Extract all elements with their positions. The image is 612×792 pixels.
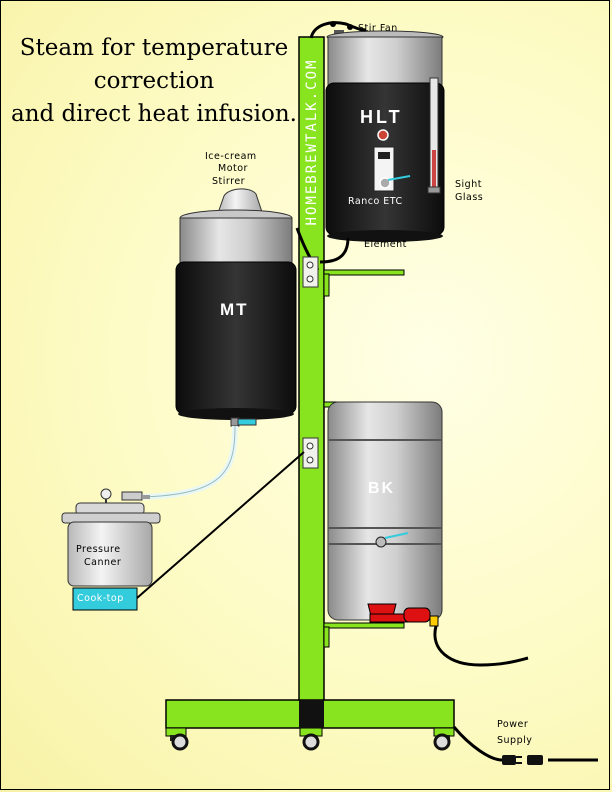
frame-post-joint bbox=[299, 700, 324, 728]
bk-label: BK bbox=[368, 480, 396, 497]
burner-icon bbox=[367, 603, 439, 627]
outlet-lower-icon bbox=[302, 437, 319, 469]
bk-vessel bbox=[327, 401, 443, 621]
burner-gas-line bbox=[433, 625, 529, 667]
pressure-canner bbox=[61, 488, 161, 587]
bk-valve-icon bbox=[375, 536, 387, 548]
element-cable bbox=[319, 237, 350, 264]
shelf-burner bbox=[323, 622, 405, 648]
headline-line-2: correction bbox=[93, 68, 215, 94]
stirrer-label-2: Motor bbox=[218, 163, 248, 174]
power-supply-label-1: Power bbox=[497, 719, 529, 730]
headline-line-1: Steam for temperature bbox=[19, 35, 289, 61]
shelf-mt bbox=[323, 269, 405, 297]
mt-label: MT bbox=[220, 300, 249, 319]
canner-label-1: Pressure bbox=[76, 544, 121, 555]
stir-fan-cable bbox=[309, 21, 367, 39]
hlt-thermometer-icon bbox=[377, 129, 389, 141]
ranco-etc-label: Ranco ETC bbox=[348, 196, 403, 207]
headline: Steam for temperature correction and dir… bbox=[6, 32, 302, 131]
cooktop-icon bbox=[72, 587, 138, 611]
headline-line-3: and direct heat infusion. bbox=[11, 101, 297, 127]
sight-glass-label-1: Sight bbox=[455, 179, 482, 190]
stand-frame bbox=[165, 36, 455, 751]
power-supply-label-2: Supply bbox=[497, 735, 533, 746]
mt-valve-icon bbox=[237, 418, 257, 426]
watermark: HOMEBREWTALK.COM bbox=[304, 58, 320, 226]
caster-right-icon bbox=[433, 733, 451, 751]
stirrer-label-3: Stirrer bbox=[212, 176, 246, 187]
cooktop-cable bbox=[136, 451, 305, 599]
cooktop-label: Cook-top bbox=[77, 593, 124, 604]
stir-fan-label: Stir Fan bbox=[358, 23, 398, 34]
mt-vessel bbox=[175, 188, 297, 427]
ice-cream-stirrer-icon bbox=[217, 188, 263, 214]
pressure-gauge-icon bbox=[100, 488, 112, 500]
hlt-label: HLT bbox=[360, 107, 403, 127]
canner-label-2: Canner bbox=[84, 557, 122, 568]
element-label: Element bbox=[364, 239, 407, 250]
hlt-valve-icon bbox=[379, 177, 391, 189]
power-cord bbox=[452, 726, 503, 762]
power-plug-icon bbox=[502, 755, 543, 765]
stirrer-label-1: Ice-cream bbox=[205, 151, 257, 162]
hlt-vessel bbox=[325, 30, 445, 242]
outlet-upper-icon bbox=[302, 256, 319, 288]
caster-center-icon bbox=[302, 733, 320, 751]
sight-glass-label-2: Glass bbox=[455, 192, 484, 203]
caster-left-icon bbox=[170, 733, 189, 751]
mt-hose bbox=[139, 425, 238, 500]
